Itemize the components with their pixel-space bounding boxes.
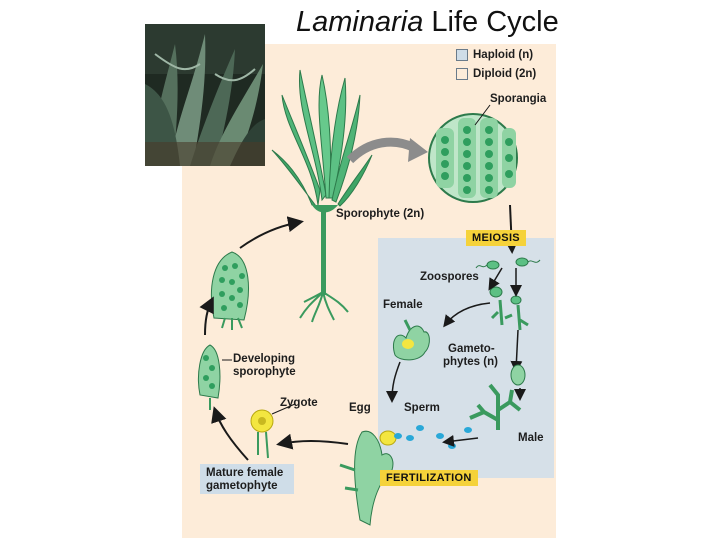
mature-label-line2: gametophyte bbox=[206, 480, 278, 493]
mature-label-line1: Mature female bbox=[206, 467, 283, 480]
female-gametophyte bbox=[393, 320, 429, 360]
sperm-label: Sperm bbox=[404, 402, 440, 415]
sporangia-label: Sporangia bbox=[490, 93, 546, 106]
zygote-label: Zygote bbox=[280, 397, 318, 410]
developing-label-line2: sporophyte bbox=[233, 366, 296, 379]
female-label: Female bbox=[383, 299, 423, 312]
zoospores-label: Zoospores bbox=[420, 271, 479, 284]
sporophyte-illustration bbox=[272, 70, 372, 322]
developing-label-line1: Developing bbox=[233, 353, 295, 366]
meiosis-tag: MEIOSIS bbox=[466, 230, 526, 246]
male-gametophyte bbox=[470, 385, 520, 430]
sperm-cells bbox=[406, 425, 472, 449]
sporangia-arrow bbox=[350, 142, 415, 160]
egg-label: Egg bbox=[349, 402, 371, 415]
sporangia-illustration bbox=[429, 105, 517, 202]
sporophyte-label: Sporophyte (2n) bbox=[336, 208, 424, 221]
male-label: Male bbox=[518, 432, 544, 445]
zoospores bbox=[487, 258, 528, 304]
gametophytes-label-line2: phytes (n) bbox=[443, 356, 498, 369]
fertilization-tag: FERTILIZATION bbox=[380, 470, 478, 486]
zygote-illustration bbox=[251, 410, 273, 458]
gametophytes-label-line1: Gameto- bbox=[448, 343, 495, 356]
